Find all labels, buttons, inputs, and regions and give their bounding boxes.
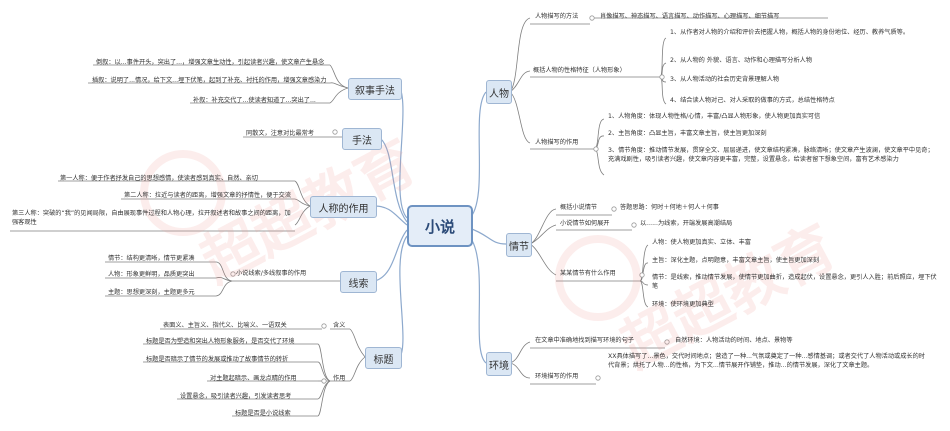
qingjie-gaikuo-label[interactable]: 概括小说情节: [560, 204, 598, 211]
xiansuo-sub[interactable]: 小说线索/多线叙事的作用: [236, 270, 307, 277]
renwu-xingge-item[interactable]: 4、结合读人物对己、对人采取的做事的方式，总结性格特点: [670, 97, 835, 104]
topic-xiansuo[interactable]: 线索: [340, 271, 377, 293]
renwu-miaoxie-label[interactable]: 人物描写的方法: [535, 13, 579, 20]
renwu-zuoyong-item[interactable]: 2、主旨角度：凸显主旨，丰富文章主旨，使主旨更加深刻: [608, 130, 767, 137]
topic-xushi[interactable]: 叙事手法: [348, 78, 402, 100]
qingjie-zuoyong-label[interactable]: 某某情节有什么作用: [560, 270, 616, 277]
renwu-miaoxie-item[interactable]: 肖像描写、神态描写、语言描写、动作描写、心理描写、细节描写: [600, 13, 780, 20]
huanjing-zuoyong-label[interactable]: 环境描写的作用: [535, 373, 579, 380]
xiansuo-item[interactable]: 主题：思想更深刻，主题更多元: [108, 289, 195, 296]
qingjie-zuoyong-item[interactable]: 情节：是线索，推动情节发展，使情节更加曲折，造成起伏，设置悬念，更引人入胜；前后…: [652, 274, 937, 290]
biaoti-hanyi-label[interactable]: 含义: [333, 322, 346, 329]
topic-qingjie[interactable]: 情节: [506, 233, 532, 257]
xiansuo-item[interactable]: 人物：形象更鲜明，品质更突出: [108, 271, 195, 278]
huanjing-zuoyong-item[interactable]: XX具体描写了...景色，交代时间地点；营造了一种...气氛或奠定了一种...感…: [608, 353, 925, 369]
xushi-item[interactable]: 倒叙：以...事件开头，突出了...，增强文章生动性，引起读者兴趣，使文章产生悬…: [96, 59, 325, 66]
huanjing-juzi-label[interactable]: 在文章中准确地找到描写环境的句子: [535, 337, 634, 344]
xushi-item[interactable]: 补叙：补充交代了...使读者知道了...突出了...: [193, 97, 316, 104]
central-topic[interactable]: 小说: [407, 205, 473, 247]
renchen-item[interactable]: 第三人称：突破的“我”的见闻局限，自由展现事件过程和人物心理，拉开叙述者和故事之…: [12, 210, 291, 226]
renwu-zuoyong-label[interactable]: 人物描写的作用: [535, 139, 579, 146]
xiansuo-item[interactable]: 情节：结构更清晰，情节更紧凑: [108, 255, 195, 262]
topic-renwu[interactable]: 人物: [486, 80, 512, 104]
qingjie-gaikuo-item[interactable]: 答题思路：何时＋何地＋何人＋何事: [620, 204, 719, 211]
topic-shoufa[interactable]: 手法: [342, 128, 382, 150]
renwu-xingge-label[interactable]: 概括人物的性格特征（人物形象）: [533, 67, 626, 74]
qingjie-zuoyong-item[interactable]: 主旨：深化主题，点明题意，丰富文章主旨，使主旨更加深刻: [652, 257, 820, 264]
renwu-zuoyong-item[interactable]: 3、情节角度：推动情节发展，贯穿全文、层层递进，使文章结构紧凑，脉络清晰；使文章…: [608, 147, 934, 163]
qingjie-zhankai-item[interactable]: 以......为线索，开端发展高潮结局: [640, 220, 733, 227]
biaoti-zuoyong-item[interactable]: 设置悬念，吸引读者兴趣，引发读者思考: [180, 393, 292, 400]
xushi-item[interactable]: 插叙：说明了...情况，给下文...埋下伏笔，起到了补充、衬托的作用，增强文章感…: [92, 77, 327, 84]
renchen-item[interactable]: 第二人称：拉近与读者的距离，增强文章的抒情性，便于交流: [124, 192, 292, 199]
topic-biaoti[interactable]: 标题: [365, 347, 402, 369]
topic-renchen[interactable]: 人称的作用: [310, 196, 377, 218]
biaoti-hanyi-item[interactable]: 表面义、主旨义、指代义、比喻义、一语双关: [163, 322, 287, 329]
renwu-zuoyong-item[interactable]: 1、人物角度：体现人物性格/心情，丰富/凸显人物形象，使人物更加真实可信: [608, 113, 821, 120]
shoufa-item[interactable]: 同散文，注意对比最常考: [246, 130, 315, 137]
renwu-xingge-item[interactable]: 1、从作者对人物的介绍和评价去把握人物，概括人物的身份地位、经历、教养气质等。: [670, 29, 910, 36]
qingjie-zuoyong-item[interactable]: 人物：使人物更加真实、立体、丰富: [652, 239, 751, 246]
renchen-item[interactable]: 第一人称：便于作者抒发自己的思想感情，使读者感到真实、自然、亲切: [60, 175, 258, 182]
qingjie-zuoyong-item[interactable]: 环境：使环境更加典型: [652, 301, 714, 308]
biaoti-zuoyong-item[interactable]: 标题是否是小说线索: [235, 410, 291, 417]
biaoti-zuoyong-item[interactable]: 对主题起暗示、画龙点睛的作用: [210, 375, 297, 382]
qingjie-zhankai-label[interactable]: 小说情节如何展开: [560, 220, 610, 227]
biaoti-zuoyong-item[interactable]: 标题是否暗示了情节的发展或推动了故事情节的转折: [146, 356, 289, 363]
biaoti-zuoyong-label[interactable]: 作用: [333, 375, 346, 382]
biaoti-zuoyong-item[interactable]: 标题是否为塑造和突出人物形象服务，是否交代了环境: [146, 338, 295, 345]
huanjing-juzi-item[interactable]: 自然环境：人物活动的时间、地点、景物等: [675, 337, 793, 344]
renwu-xingge-item[interactable]: 2、从人物的 外貌、语言、动作和心理描写分析人物: [670, 57, 813, 64]
topic-huanjing[interactable]: 环境: [486, 352, 512, 376]
renwu-xingge-item[interactable]: 3、从人物活动的社会历史背景理解人物: [670, 76, 780, 83]
